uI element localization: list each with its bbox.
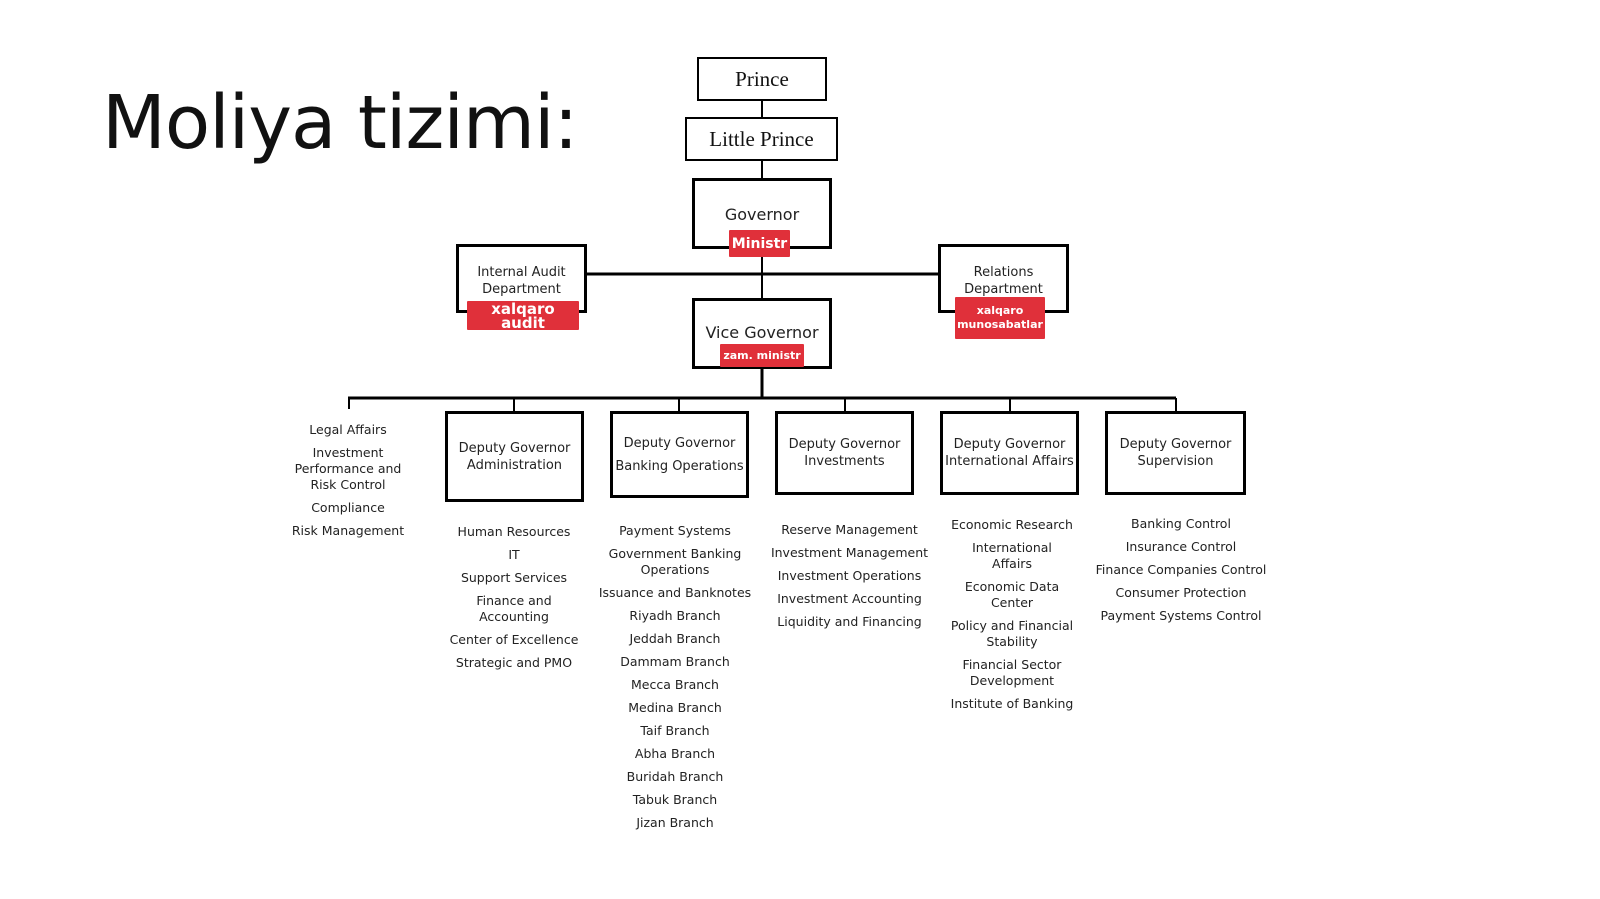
governor-label: Governor	[724, 205, 800, 224]
relations-tag: xalqaro munosabatlar	[955, 297, 1045, 339]
deputy-title: Deputy Governor Administration	[458, 440, 571, 473]
list-item: Payment Systems Control	[1100, 608, 1262, 623]
international-affairs-units: Economic Research International Affairs …	[937, 517, 1087, 719]
list-item: Reserve Management	[781, 522, 918, 537]
list-item: Mecca Branch	[631, 677, 719, 692]
list-item: Finance and Accounting	[476, 593, 552, 624]
internal-audit-label: Internal Audit Department	[477, 265, 566, 297]
list-item: Compliance	[311, 500, 385, 515]
deputy-title: Deputy Governor Investments	[788, 437, 901, 469]
list-item: Financial Sector Development	[962, 657, 1062, 688]
list-item: IT	[508, 547, 520, 562]
relations-label: Relations Department	[964, 265, 1043, 297]
list-item: Abha Branch	[634, 746, 716, 761]
list-item: Policy and Financial Stability	[950, 618, 1074, 649]
deputy-box-international-affairs: Deputy Governor International Affairs	[940, 411, 1079, 495]
list-item: Human Resources	[457, 524, 571, 539]
list-item: Economic Research	[951, 517, 1073, 532]
list-item: Center of Excellence	[449, 632, 579, 647]
list-item: Jeddah Branch	[629, 631, 721, 646]
governor-tag: Ministr	[729, 230, 790, 257]
vice-governor-label: Vice Governor	[705, 323, 819, 342]
little-prince-box: Little Prince	[685, 117, 838, 161]
list-item: Government Banking Operations	[608, 546, 742, 577]
list-item: Investment Accounting	[777, 591, 922, 606]
deputy-box-investments: Deputy Governor Investments	[775, 411, 914, 495]
internal-audit-tag: xalqaro audit	[467, 301, 579, 330]
list-item: Economic Data Center	[964, 579, 1060, 610]
list-item: Tabuk Branch	[632, 792, 718, 807]
deputy-box-administration: Deputy Governor Administration	[445, 411, 584, 502]
list-item: Liquidity and Financing	[777, 614, 922, 629]
list-item: Investment Management	[770, 545, 929, 560]
supervision-units: Banking Control Insurance Control Financ…	[1086, 516, 1276, 631]
list-item: Investment Operations	[777, 568, 922, 583]
list-item: Risk Management	[291, 523, 405, 538]
list-item: Support Services	[460, 570, 568, 585]
deputy-box-supervision: Deputy Governor Supervision	[1105, 411, 1246, 495]
prince-label: Prince	[735, 66, 789, 91]
deputy-title: Deputy Governor Supervision	[1119, 437, 1232, 469]
list-item: Banking Control	[1131, 516, 1231, 531]
list-item: Payment Systems	[619, 523, 731, 538]
list-item: Buridah Branch	[626, 769, 724, 784]
deputy-title: Deputy Governor International Affairs	[945, 437, 1074, 469]
prince-box: Prince	[697, 57, 827, 101]
list-item: Institute of Banking	[950, 696, 1074, 711]
list-item: Finance Companies Control	[1095, 562, 1267, 577]
list-item: Taif Branch	[640, 723, 710, 738]
list-item: Investment Performance and Risk Control	[294, 445, 402, 492]
list-item: Dammam Branch	[620, 654, 730, 669]
administration-units: Human Resources IT Support Services Fina…	[444, 524, 584, 678]
list-item: Riyadh Branch	[629, 608, 721, 623]
list-item: Medina Branch	[628, 700, 722, 715]
list-item: Insurance Control	[1125, 539, 1237, 554]
list-item: International Affairs	[972, 540, 1052, 571]
investments-units: Reserve Management Investment Management…	[762, 522, 937, 637]
list-item: Jizan Branch	[636, 815, 714, 830]
deputy-box-banking-operations: Deputy Governor Banking Operations	[610, 411, 749, 498]
vice-governor-box: Vice Governor	[692, 298, 832, 369]
little-prince-label: Little Prince	[709, 126, 814, 151]
vice-governor-tag: zam. ministr	[720, 344, 804, 367]
list-item: Issuance and Banknotes	[598, 585, 752, 600]
direct-units-list: Legal Affairs Investment Performance and…	[288, 422, 408, 546]
list-item: Consumer Protection	[1115, 585, 1247, 600]
deputy-title: Deputy Governor Banking Operations	[615, 435, 744, 474]
list-item: Legal Affairs	[309, 422, 387, 437]
list-item: Strategic and PMO	[455, 655, 573, 670]
slide-title: Moliya tizimi:	[102, 80, 578, 166]
banking-operations-units: Payment Systems Government Banking Opera…	[595, 523, 755, 838]
